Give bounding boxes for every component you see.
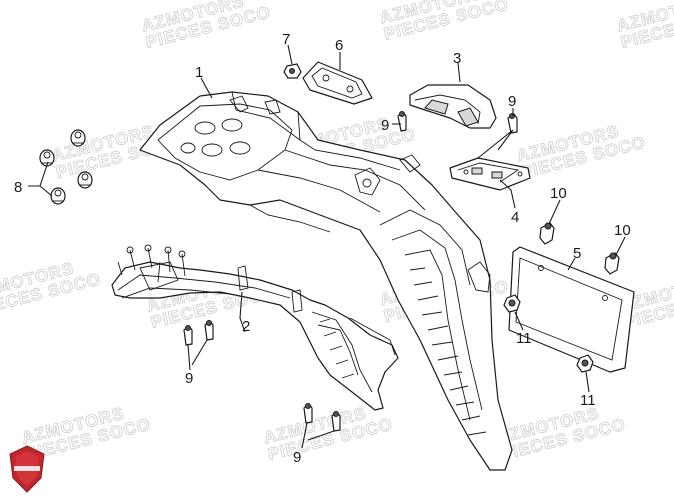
grommet (39, 149, 55, 167)
callout-9-left: 9 (381, 117, 389, 134)
callout-9-middle: 9 (185, 370, 193, 387)
callout-10-lower: 10 (614, 222, 631, 239)
brand-logo (9, 445, 45, 493)
screw-9-group-bottom (303, 403, 341, 432)
part-6-reflector (302, 61, 373, 105)
callout-numbers: 1 2 3 4 5 6 7 8 9 9 9 9 10 10 11 11 (14, 31, 631, 466)
nut-11 (503, 294, 521, 313)
screw-9-group-top (397, 111, 518, 134)
part-2-support-bracket (111, 244, 399, 411)
grommet (77, 171, 93, 189)
grommet (50, 187, 66, 205)
callout-6: 6 (335, 37, 343, 54)
part-8-grommets (39, 129, 93, 205)
callout-9-top-right: 9 (508, 93, 516, 110)
callout-7: 7 (282, 31, 290, 48)
callout-11-upper: 11 (516, 330, 532, 347)
screw-10 (539, 222, 555, 245)
callout-4: 4 (511, 209, 519, 226)
callout-5: 5 (573, 245, 581, 262)
part-4-plate-bracket (449, 157, 531, 191)
part-1-rear-fender (139, 91, 513, 471)
nut-11 (576, 354, 594, 373)
callout-3: 3 (453, 50, 461, 67)
callout-8: 8 (14, 179, 22, 196)
callout-9-bottom: 9 (293, 449, 301, 466)
callout-10-upper: 10 (550, 185, 567, 202)
part-7-nut (283, 63, 302, 79)
callout-1: 1 (195, 64, 203, 81)
part-3-cover (409, 84, 497, 129)
callout-2: 2 (242, 318, 250, 335)
grommet (70, 129, 86, 147)
screw-10 (604, 252, 620, 275)
leader-lines (28, 44, 626, 449)
screw-9-group-middle (183, 320, 214, 346)
callout-11-lower: 11 (580, 392, 596, 409)
